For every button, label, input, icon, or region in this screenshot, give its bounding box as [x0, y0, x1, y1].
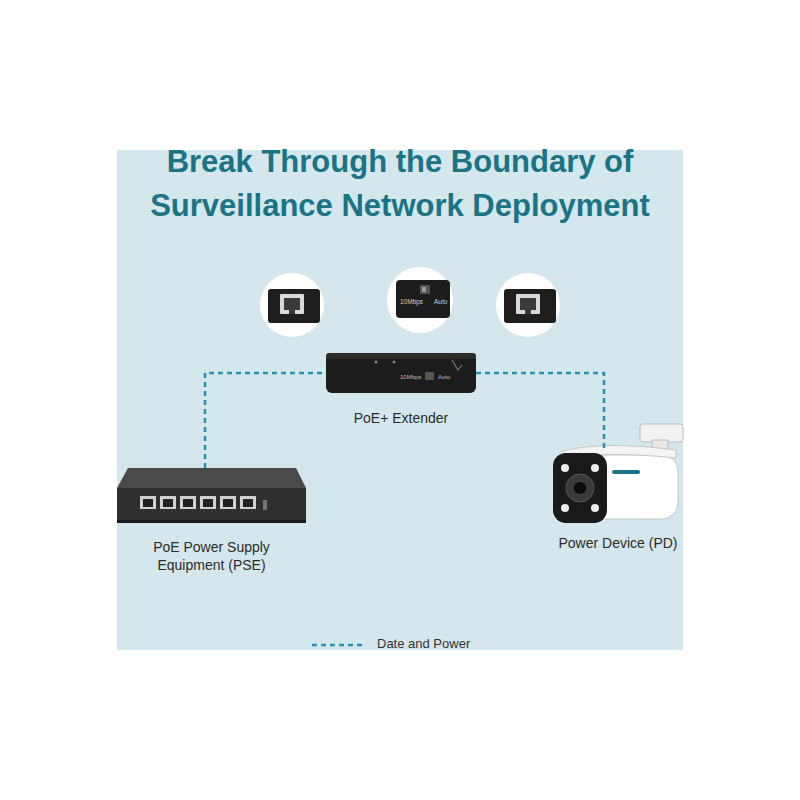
switch-zoom-icon	[387, 267, 453, 333]
data-power-link	[205, 373, 326, 468]
diagram-title: Break Through the Boundary of Surveillan…	[117, 140, 683, 228]
panel-ground	[117, 150, 683, 650]
device-label: PoE Power Supply Equipment (PSE)	[129, 538, 294, 574]
poe-switch	[117, 468, 306, 523]
port-zoom-icon	[496, 273, 560, 337]
device-node: Power Device (PD)	[548, 450, 688, 556]
device-node: PoE Power Supply Equipment (PSE)	[117, 468, 306, 580]
device-node: PoE+ Extender	[326, 353, 476, 433]
legend-line	[312, 644, 362, 647]
legend-text: Date and Power	[377, 636, 470, 652]
device-marking: 10Mbps	[400, 373, 421, 381]
device-label: Power Device (PD)	[548, 534, 688, 552]
device-label: PoE+ Extender	[326, 409, 476, 427]
device-marking: Auto	[438, 373, 450, 381]
poe-extender-device	[326, 353, 476, 393]
port-zoom-icon	[260, 273, 324, 337]
data-power-link	[476, 373, 604, 450]
bullet-camera	[553, 424, 683, 523]
device-marking: 10Mbps	[400, 298, 423, 307]
device-marking: Auto	[434, 298, 447, 307]
